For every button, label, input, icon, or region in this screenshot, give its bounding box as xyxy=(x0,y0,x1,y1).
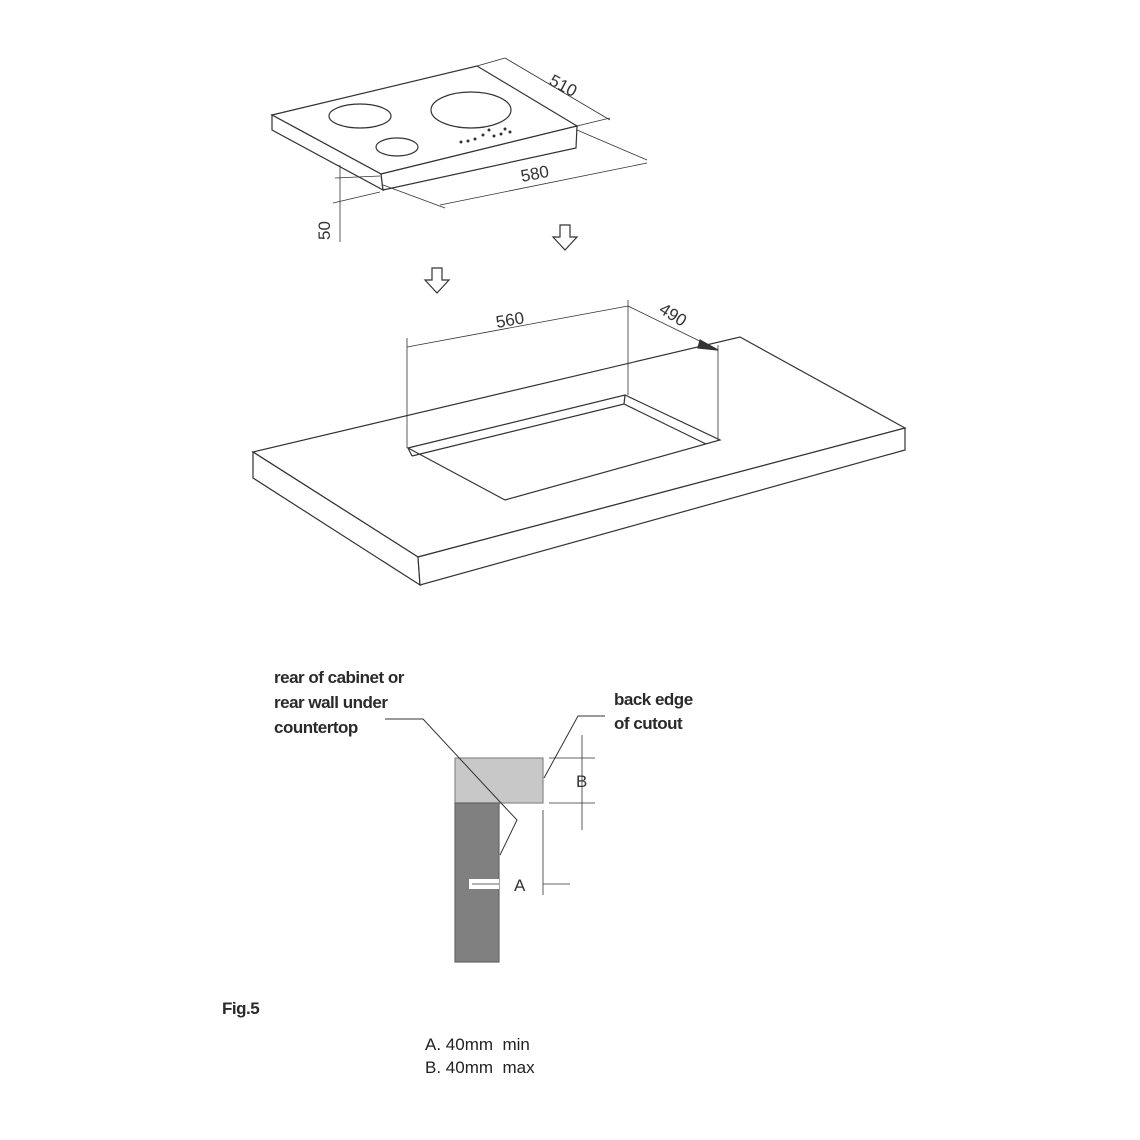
countertop-section xyxy=(454,757,544,804)
hob-drawing xyxy=(270,57,648,242)
burner-large xyxy=(430,91,512,129)
control-dots xyxy=(459,127,512,144)
down-arrow-icon xyxy=(551,224,579,251)
clearance-detail xyxy=(385,715,605,963)
figure-label: Fig.5 xyxy=(222,999,259,1018)
burner-left xyxy=(328,103,392,129)
hob-width-label: 580 xyxy=(519,162,550,186)
countertop-drawing xyxy=(251,300,907,587)
back-edge-label-line1: back edge xyxy=(614,690,693,709)
cutout-depth-label: 490 xyxy=(656,299,690,330)
rear-label-line2: rear wall under xyxy=(274,693,388,712)
hob-height-label: 50 xyxy=(315,221,334,240)
dim-b-label: B xyxy=(576,772,587,791)
rear-label-line1: rear of cabinet or xyxy=(274,668,405,687)
burner-small xyxy=(375,137,419,157)
hob-depth-label: 510 xyxy=(546,71,580,101)
note-a: A. 40mm min xyxy=(425,1035,530,1054)
rear-label-line3: countertop xyxy=(274,718,358,737)
back-edge-label-line2: of cutout xyxy=(614,714,683,733)
dim-a-label: A xyxy=(514,876,526,895)
note-b: B. 40mm max xyxy=(425,1058,535,1077)
down-arrow-icon xyxy=(423,267,451,294)
cutout-width-label: 560 xyxy=(494,308,525,332)
